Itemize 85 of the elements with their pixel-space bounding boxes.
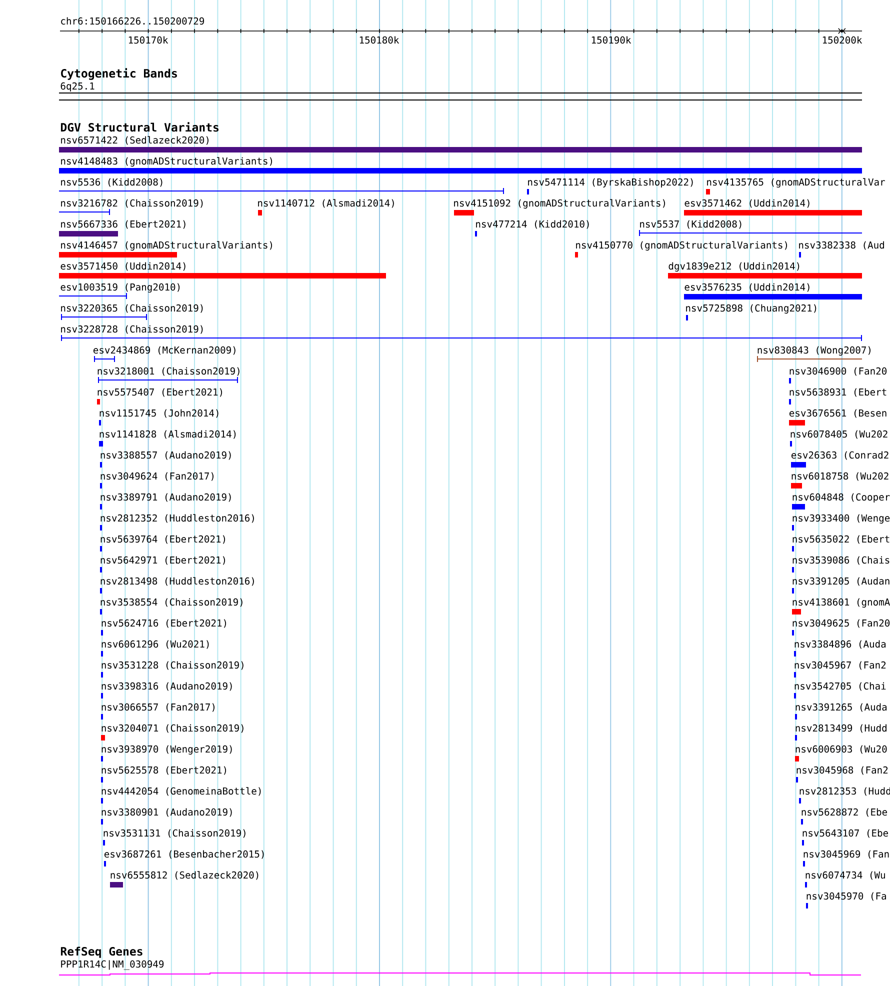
variant-label: nsv5625578 (Ebert2021) [102,766,226,775]
variant-label: nsv3388557 (Audano2019) [100,451,231,460]
variant-label: nsv4442054 (GenomeinaBottle) [102,787,261,796]
variant-label: nsv5635022 (Ebert [792,535,890,544]
variant-label: nsv3391265 (Auda [796,703,887,712]
variant-label: nsv3380901 (Audano2019) [102,808,232,817]
variant-label: nsv6061296 (Wu2021) [102,640,209,649]
variant-label: dgv1839e212 (Uddin2014) [668,262,800,272]
variant-label: nsv3228728 (Chaisson2019) [61,325,203,334]
variant-label: nsv5536 (Kidd2008) [61,178,162,187]
variant-label: esv3571462 (Uddin2014) [684,199,810,208]
variant-label: nsv6571422 (Sedlazeck2020) [61,136,208,145]
variant-label: nsv3045967 (Fan2 [794,661,886,670]
variant-label: nsv3382338 (Aud [799,241,884,250]
variant-label: nsv3220365 (Chaisson2019) [61,304,203,313]
variant-label: nsv3045970 (Fa [806,892,886,901]
variant-label: nsv3933400 (Wenge [792,514,890,524]
position-label: chr6:150166226..150200729 [61,17,204,25]
variant-label: nsv6078405 (Wu202 [790,430,888,439]
track-heading: RefSeq Genes [60,946,142,958]
variant-label: esv3571450 (Uddin2014) [60,262,186,271]
variant-label: nsv5537 (Kidd2008) [640,220,742,229]
variant-label: nsv3531131 (Chaisson2019) [104,829,246,838]
variant-label: nsv3045968 (Fan2 [796,766,888,775]
track-heading: DGV Structural Variants [60,122,218,132]
variant-label: nsv5725898 (Chuang2021) [686,304,816,314]
variant-label: nsv5624716 (Ebert2021) [102,619,226,628]
variant-label: nsv3049625 (Fan20 [792,619,890,628]
variant-label: nsv3066557 (Fan2017) [102,703,214,712]
variant-label: nsv5642971 (Ebert2021) [100,556,226,565]
variant-label: nsv5638931 (Ebert [790,388,886,397]
variant-label: nsv4148483 (gnomADStructuralVariants) [61,157,272,167]
variant-label: nsv5628872 (Ebe [802,808,888,817]
variant-label: nsv2813499 (Hudd [796,724,886,733]
variant-label: nsv5667336 (Ebert2021) [61,220,186,229]
variant-label: nsv3538554 (Chaisson2019) [100,598,242,607]
variant-label: nsv4146457 (gnomADStructuralVariants) [61,241,272,251]
variant-label: esv3576235 (Uddin2014) [684,283,810,292]
variant-label: nsv830843 (Wong2007) [758,346,870,356]
variant-label: nsv6006903 (Wu20 [796,745,887,754]
variant-label: nsv3046900 (Fan20 [790,367,887,376]
variant-label: esv2434869 (McKernan2009) [93,346,236,355]
variant-label: nsv3398316 (Audano2019) [102,682,232,691]
variant-label: nsv4151092 (gnomADStructuralVariants) [454,199,666,209]
axis-tick-label: 150200k [822,36,862,44]
variant-label: nsv5643107 (Ebe [802,829,888,838]
variant-label: nsv3542705 (Chai [794,682,886,691]
variant-label: nsv3218001 (Chaisson2019) [98,367,240,376]
variant-label: esv3676561 (Besen [789,409,886,418]
gene-label: PPP1R14C|NM_030949 [61,960,164,970]
variant-label: nsv1140712 (Alsmadi2014) [258,199,394,208]
variant-label: nsv3938970 (Wenger2019) [102,745,232,755]
band-label: 6q25.1 [60,82,94,92]
axis-tick-label: 150190k [592,36,632,44]
axis-tick-label: 150180k [360,36,400,44]
variant-label: nsv3539086 (Chais [792,556,890,565]
variant-label: nsv2812352 (Huddleston2016) [100,514,254,523]
variant-label: nsv5639764 (Ebert2021) [100,535,226,544]
track-heading: Cytogenetic Bands [61,68,177,80]
variant-label: nsv3216782 (Chaisson2019) [61,199,203,208]
variant-label: nsv3049624 (Fan2017) [100,472,214,481]
variant-label: nsv4150770 (gnomADStructuralVariants) [576,241,788,251]
variant-label: nsv2812353 (Hudd [800,787,890,796]
variant-label: esv3687261 (Besenbacher2015) [104,850,264,859]
variant-label: nsv3531228 (Chaisson2019) [102,661,244,670]
variant-label: nsv5471114 (ByrskaBishop2022) [528,178,693,188]
variant-label: nsv1151745 (John2014) [100,409,218,418]
variant-label: nsv3384896 (Auda [794,640,886,649]
variant-label: nsv3391205 (Audan [792,577,890,586]
variant-label: nsv3204071 (Chaisson2019) [102,724,244,733]
variant-label: nsv5575407 (Ebert2021) [98,388,222,397]
axis-tick-label: 150170k [128,36,168,44]
variant-label: nsv4138601 (gnomA [792,598,890,608]
variant-label: nsv604848 (Cooper [792,493,890,502]
variant-label: nsv3389791 (Audano2019) [100,493,231,502]
variant-label: nsv2813498 (Huddleston2016) [100,577,254,586]
variant-label: esv1003519 (Pang2010) [60,283,180,293]
variant-label: nsv4135765 (gnomADStructuralVar [707,178,885,188]
variant-label: nsv3045969 (Fan [804,850,889,859]
variant-label: nsv6074734 (Wu [806,871,885,880]
variant-label: nsv477214 (Kidd2010) [476,220,589,229]
variant-label: esv26363 (Conrad2 [791,451,888,460]
variant-label: nsv1141828 (Alsmadi2014) [100,430,236,439]
variant-label: nsv6018758 (Wu202 [792,472,888,481]
variant-label: nsv6555812 (Sedlazeck2020) [110,871,258,880]
